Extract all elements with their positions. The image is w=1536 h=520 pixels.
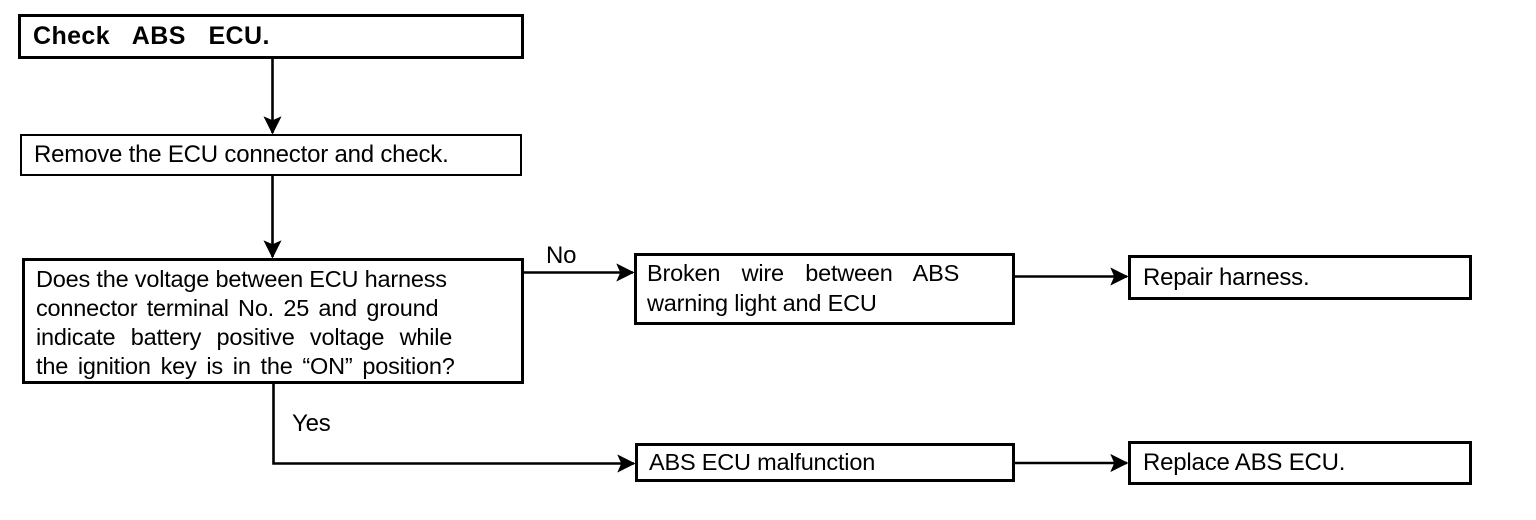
node-broken-wire: Broken wire between ABS warning light an… <box>634 253 1015 325</box>
node-voltage-question-line-2: connector terminal No. 25 and ground <box>36 295 439 321</box>
node-replace-abs-ecu: Replace ABS ECU. <box>1128 441 1472 485</box>
node-check-abs-ecu-line-1: Check ABS ECU. <box>33 22 270 51</box>
node-voltage-question: Does the voltage between ECU harness con… <box>22 258 524 384</box>
node-replace-abs-ecu-line-1: Replace ABS ECU. <box>1143 449 1346 477</box>
node-remove-connector: Remove the ECU connector and check. <box>20 134 522 176</box>
node-ecu-malfunction: ABS ECU malfunction <box>635 443 1015 482</box>
node-repair-harness-line-1: Repair harness. <box>1143 263 1310 291</box>
node-remove-connector-line-1: Remove the ECU connector and check. <box>34 141 449 169</box>
node-voltage-question-line-1: Does the voltage between ECU harness <box>36 266 447 292</box>
node-broken-wire-line-2: warning light and ECU <box>647 290 877 316</box>
node-repair-harness: Repair harness. <box>1128 255 1472 300</box>
node-check-abs-ecu: Check ABS ECU. <box>18 14 524 59</box>
branch-label-yes: Yes <box>292 410 331 437</box>
node-voltage-question-line-3: indicate battery positive voltage while <box>36 324 453 350</box>
node-broken-wire-line-1: Broken wire between ABS <box>647 260 960 286</box>
node-voltage-question-line-4: the ignition key is in the “ON” position… <box>36 353 455 379</box>
branch-label-no: No <box>546 242 577 269</box>
node-ecu-malfunction-line-1: ABS ECU malfunction <box>649 449 876 476</box>
